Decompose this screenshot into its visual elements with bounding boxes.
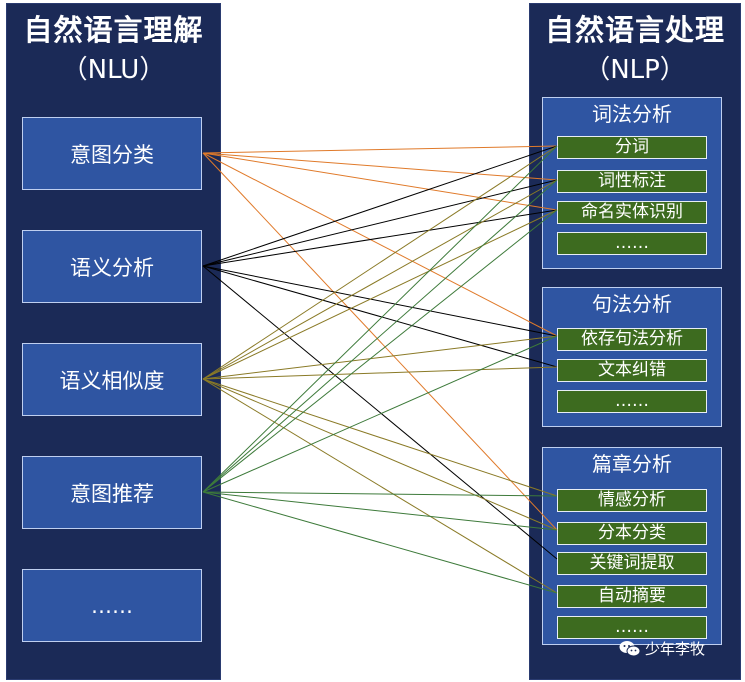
nlu-box-semantic-analysis: 语义分析 (22, 230, 202, 303)
watermark-text: 少年李牧 (645, 640, 706, 658)
group-title: 篇章分析 (592, 452, 672, 476)
item-word-segmentation: 分词 (557, 136, 707, 159)
nlu-title: 自然语言理解 (23, 13, 204, 47)
group-discourse-analysis: 篇章分析 情感分析 分本分类 关键词提取 自动摘要 …… (542, 447, 722, 645)
item-sentiment-analysis: 情感分析 (557, 489, 707, 512)
item-pos-tagging: 词性标注 (557, 170, 707, 193)
item-more: …… (557, 390, 707, 413)
wechat-icon (619, 640, 641, 656)
group-syntactic-analysis: 句法分析 依存句法分析 文本纠错 …… (542, 287, 722, 427)
item-dependency-parsing: 依存句法分析 (557, 328, 707, 351)
nlu-box-intent-recommendation: 意图推荐 (22, 456, 202, 529)
watermark: 少年李牧 (619, 638, 705, 659)
lines-intent-classification (202, 145, 558, 531)
group-title: 句法分析 (592, 292, 672, 316)
nlu-box-more: …… (22, 569, 202, 642)
group-title: 词法分析 (592, 102, 672, 126)
lines-semantic-analysis (202, 145, 558, 560)
nlu-subtitle: （NLU） (61, 55, 166, 85)
nlu-panel: 自然语言理解 （NLU） 意图分类 语义分析 语义相似度 意图推荐 …… (6, 3, 221, 680)
lines-semantic-similarity (202, 145, 558, 594)
nlu-box-intent-classification: 意图分类 (22, 117, 202, 190)
item-named-entity-recognition: 命名实体识别 (557, 201, 707, 224)
item-auto-summary: 自动摘要 (557, 585, 707, 608)
item-keyword-extraction: 关键词提取 (557, 552, 707, 575)
nlp-subtitle: （NLP） (584, 55, 686, 85)
nlp-title: 自然语言处理 (544, 13, 725, 47)
group-lexical-analysis: 词法分析 分词 词性标注 命名实体识别 …… (542, 97, 722, 269)
lines-intent-recommendation (202, 145, 558, 594)
item-text-correction: 文本纠错 (557, 359, 707, 382)
nlp-panel: 自然语言处理 （NLP） 词法分析 分词 词性标注 命名实体识别 …… 句法分析… (529, 3, 741, 680)
item-more: …… (557, 616, 707, 639)
nlu-box-semantic-similarity: 语义相似度 (22, 343, 202, 416)
item-text-classification: 分本分类 (557, 522, 707, 545)
item-more: …… (557, 232, 707, 255)
